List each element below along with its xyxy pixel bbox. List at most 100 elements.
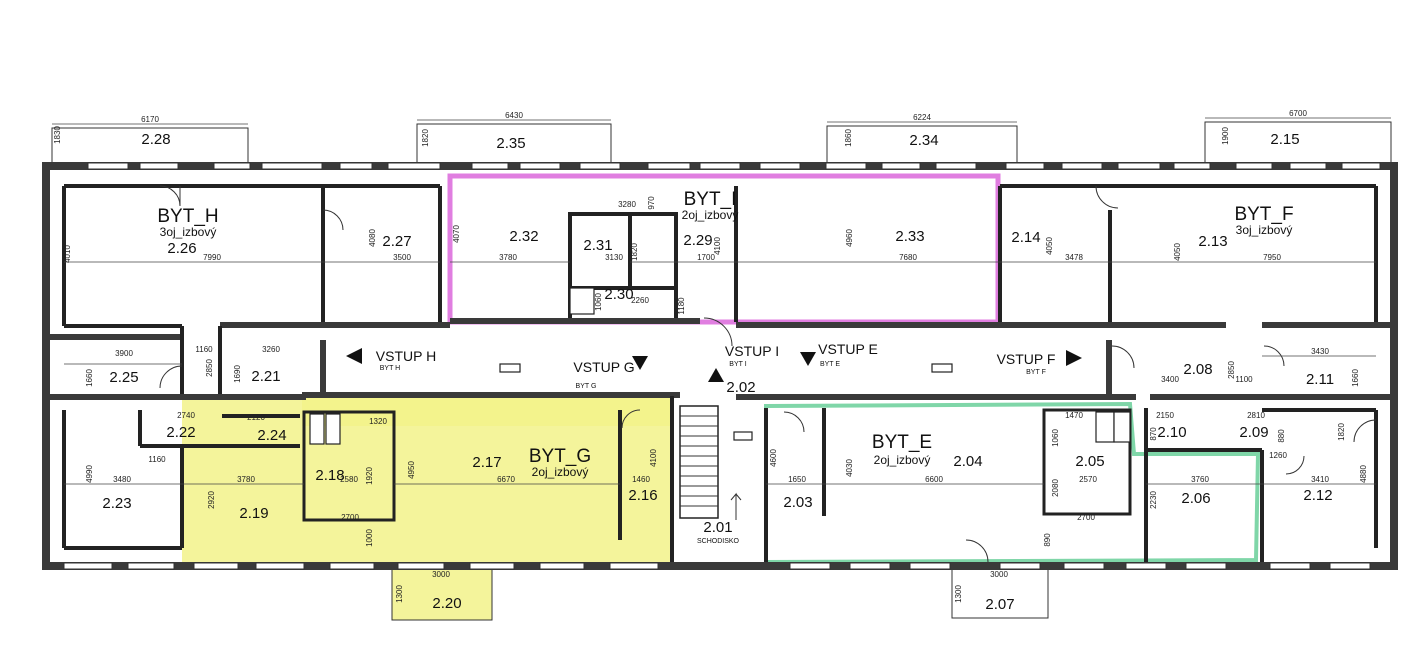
room-2-14: 2.14 <box>1011 229 1040 246</box>
dimension-label: 4030 <box>845 459 854 477</box>
dimension-label: 3430 <box>1311 347 1329 356</box>
dimension-label: 3260 <box>262 345 280 354</box>
dimension-label: 2700 <box>341 513 359 522</box>
dimension-label: 1820 <box>421 129 430 147</box>
entrance-i-label: VSTUP I <box>725 343 779 359</box>
dimension-label: 2850 <box>205 359 214 377</box>
dimension-label: 2230 <box>1149 491 1158 509</box>
dimension-label: 6224 <box>913 113 931 122</box>
dimension-label: 1700 <box>697 253 715 262</box>
dimension-label: 7950 <box>1263 253 1281 262</box>
dimension-label: 4960 <box>845 229 854 247</box>
entrance-g: VSTUP G BYT G <box>573 356 648 390</box>
dimension-label: 4010 <box>63 245 72 263</box>
dimension-label: 4100 <box>649 449 658 467</box>
dimension-label: 2920 <box>207 491 216 509</box>
room-2-20: 2.20 <box>432 595 461 612</box>
dimension-lines <box>52 117 1391 485</box>
dimension-label: 3400 <box>1161 375 1179 384</box>
dimension-label: 4880 <box>1359 465 1368 483</box>
room-2-02: 2.02 <box>726 379 755 396</box>
dimension-label: 2850 <box>1227 361 1236 379</box>
dimension-label: 4050 <box>1045 237 1054 255</box>
room-2-06: 2.06 <box>1181 490 1210 507</box>
room-2-13: 2.13 <box>1198 233 1227 250</box>
fixtures <box>309 287 1131 445</box>
balconies-top <box>51 121 1392 165</box>
entrance-i-sub: BYT I <box>729 361 746 368</box>
dimension-label: 3000 <box>432 570 450 579</box>
dimension-label: 6600 <box>925 475 943 484</box>
apt-type-byt-i: 2oj_izbový <box>682 208 739 222</box>
room-2-05: 2.05 <box>1075 453 1104 470</box>
apt-label-byt-f: BYT_F <box>1234 204 1293 225</box>
dimension-label: 3000 <box>990 570 1008 579</box>
dimension-label: 1470 <box>1065 411 1083 420</box>
dimension-label: 3130 <box>605 253 623 262</box>
dimension-label: 4600 <box>769 449 778 467</box>
apt-type-byt-g: 2oj_izbový <box>532 465 589 479</box>
room-2-04: 2.04 <box>953 453 982 470</box>
room-2-17: 2.17 <box>472 454 501 471</box>
dimension-label: 2150 <box>1156 411 1174 420</box>
entrance-e: VSTUP E BYT E <box>800 341 878 368</box>
dimension-label: 7680 <box>899 253 917 262</box>
dimension-label: 7990 <box>203 253 221 262</box>
dimension-label: 1660 <box>85 369 94 387</box>
corridor-walls <box>42 318 1398 400</box>
room-2-08: 2.08 <box>1183 361 1212 378</box>
dimension-label: 880 <box>1277 429 1286 443</box>
windows-bottom <box>63 562 1371 570</box>
room-2-33: 2.33 <box>895 228 924 245</box>
room-2-11: 2.11 <box>1306 371 1334 388</box>
dimension-label: 4950 <box>407 461 416 479</box>
dimension-label: 890 <box>1043 533 1052 547</box>
dimension-label: 2570 <box>1079 475 1097 484</box>
dimension-label: 1300 <box>954 585 963 603</box>
dimension-label: 3480 <box>113 475 131 484</box>
entrance-g-sub: BYT G <box>576 383 597 390</box>
dimension-label: 3760 <box>1191 475 1209 484</box>
dimension-label: 2120 <box>247 413 265 422</box>
room-2-12: 2.12 <box>1303 487 1332 504</box>
room-2-18: 2.18 <box>315 467 344 484</box>
room-2-24: 2.24 <box>257 427 286 444</box>
apt-type-byt-f: 3oj_izbový <box>1236 223 1293 237</box>
entrance-f-label: VSTUP F <box>997 351 1056 367</box>
entrance-i: VSTUP I BYT I <box>708 343 779 382</box>
dimension-label: 3410 <box>1311 475 1329 484</box>
dimension-label: 2580 <box>340 475 358 484</box>
apt-label-byt-h: BYT_H <box>157 206 218 227</box>
apt-label-byt-i: BYT_I <box>684 189 737 210</box>
apt-type-byt-h: 3oj_izbový <box>160 225 217 239</box>
dimension-label: 2080 <box>1051 479 1060 497</box>
dimension-label: 3780 <box>237 475 255 484</box>
dimension-label: 2700 <box>1077 513 1095 522</box>
room-2-15: 2.15 <box>1270 131 1299 148</box>
dimension-label: 970 <box>647 196 656 210</box>
room-2-21: 2.21 <box>251 368 280 385</box>
room-2-26: 2.26 <box>167 240 196 257</box>
entrance-h: VSTUP H BYT H <box>346 348 436 372</box>
room-2-16: 2.16 <box>628 487 657 504</box>
dimension-label: 1820 <box>630 243 639 261</box>
dimension-texts: 6170 1830 6430 1820 6224 1860 6700 1900 … <box>53 109 1368 603</box>
dimension-label: 1690 <box>233 365 242 383</box>
dimension-label: 4100 <box>713 237 722 255</box>
room-2-25: 2.25 <box>109 369 138 386</box>
dimension-label: 6170 <box>141 115 159 124</box>
dimension-label: 1160 <box>195 345 213 354</box>
entrance-f-sub: BYT F <box>1026 369 1046 376</box>
dimension-label: 3500 <box>393 253 411 262</box>
balcony-220-highlight <box>392 568 492 620</box>
room-2-22: 2.22 <box>166 424 195 441</box>
door-swings <box>159 185 1377 563</box>
entrance-h-sub: BYT H <box>380 365 401 372</box>
dimension-label: 870 <box>1149 427 1158 441</box>
room-2-03: 2.03 <box>783 494 812 511</box>
dimension-label: 3780 <box>499 253 517 262</box>
apt-label-byt-e: BYT_E <box>872 432 932 453</box>
entrance-e-label: VSTUP E <box>818 341 878 357</box>
room-2-29: 2.29 <box>683 232 712 249</box>
entrance-g-label: VSTUP G <box>573 359 634 375</box>
